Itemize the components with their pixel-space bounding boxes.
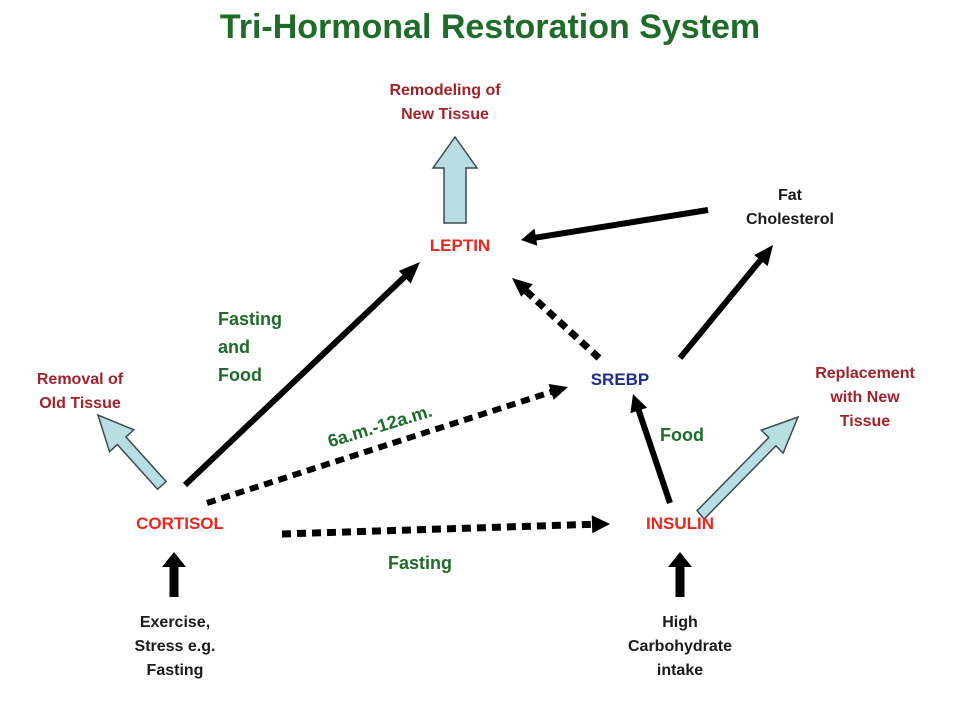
carbohydrate-to-insulin-arrow — [668, 552, 692, 597]
replacement-label: Replacement with New Tissue — [815, 365, 915, 430]
carbohydrate-label: High Carbohydrate intake — [627, 614, 733, 679]
cortisol-to-insulin-arrow — [281, 515, 610, 538]
leptin-node: LEPTIN — [429, 236, 491, 255]
remodeling-label: Remodeling of New Tissue — [389, 82, 501, 123]
insulin-node: INSULIN — [646, 514, 714, 533]
cortisol-to-srebp-arrow — [206, 384, 568, 506]
fat-to-leptin-arrow — [521, 207, 709, 246]
exercise-label: Exercise, Stress e.g. Fasting — [134, 614, 216, 679]
insulin-to-replacement-arrow — [696, 415, 800, 521]
exercise-to-cortisol-arrow — [162, 552, 186, 597]
page-title: Tri-Hormonal Restoration System — [219, 8, 761, 46]
leptin-to-remodeling-arrow — [431, 135, 479, 224]
cortisol-to-leptin-arrow — [182, 262, 420, 488]
removal-label: Removal of Old Tissue — [36, 371, 124, 412]
srebp-node: SREBP — [590, 370, 650, 389]
fasting-label: Fasting — [387, 553, 452, 573]
cortisol-node: CORTISOL — [136, 514, 224, 533]
srebp-to-fat-arrow — [677, 245, 773, 360]
fat-cholesterol-label: Fat Cholesterol — [745, 187, 834, 228]
fasting-and-food-label: Fasting and Food — [218, 309, 283, 385]
cortisol-to-removal-arrow — [96, 413, 168, 491]
insulin-to-srebp-arrow — [630, 394, 673, 504]
food-label: Food — [660, 425, 704, 445]
srebp-to-leptin-arrow — [512, 278, 602, 361]
